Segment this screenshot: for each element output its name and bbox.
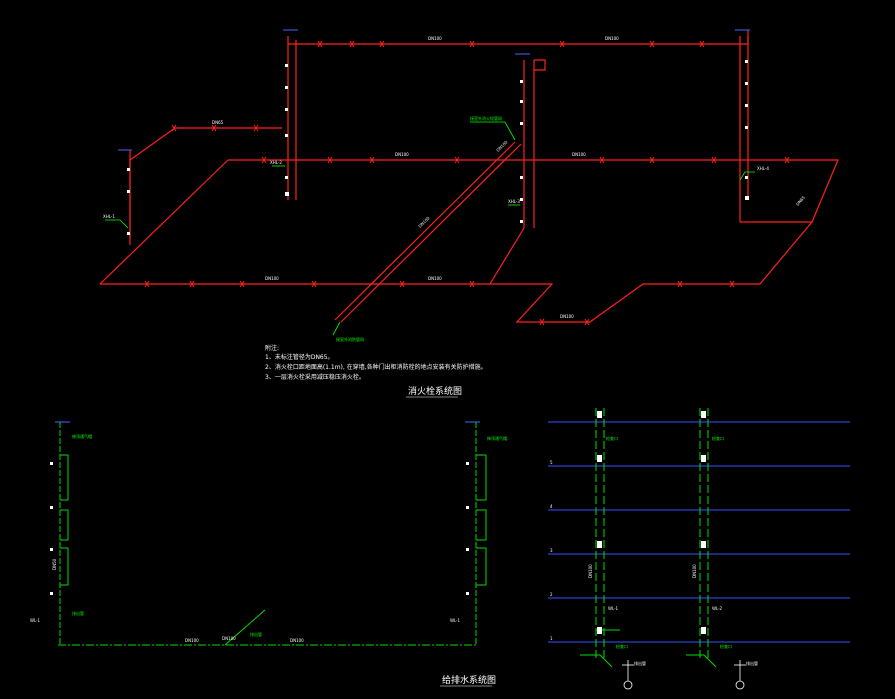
drain-riser-labels: 检查口 检查口 检查口 检查口 WL-1 WL-2 DN100 DN100 排出… [588, 435, 758, 666]
drain-outlet-b: 排出管 [250, 631, 262, 637]
floor-label-a: 1 [550, 636, 553, 641]
label-main-e: DN100 [265, 276, 279, 281]
floor-label-b: 2 [550, 592, 553, 597]
drain-riser-a: WL-1 [30, 618, 41, 623]
label-main-f: DN100 [428, 276, 442, 281]
floor-label-d: 4 [550, 504, 553, 509]
riser-cap-a: 检查口 [606, 435, 618, 441]
fire-upper-right-link [534, 59, 546, 71]
riser-cap-d: 检查口 [720, 643, 732, 649]
label-riser-b: XHL-2 [270, 160, 282, 165]
label-leader-top: 接室外消火栓管网 [470, 115, 502, 121]
drain-size-c: DN100 [222, 636, 236, 641]
fire-main-upper [288, 30, 749, 45]
label-main-a: DN100 [428, 36, 442, 41]
label-leader-bottom: 接室外消防管网 [336, 336, 364, 342]
drain-trap-label: DN50 [52, 558, 57, 570]
riser-label-d: WL-2 [712, 606, 723, 611]
label-main-g: DN100 [560, 314, 574, 319]
drain-riser-b: WL-1 [450, 618, 461, 623]
riser-rf-b: 排出管 [746, 660, 758, 666]
riser-stack-a: DN100 [588, 564, 593, 578]
drain-risers [580, 408, 717, 668]
label-branch-b: DN65 [795, 195, 806, 207]
notes-line-3: 3、一层消火栓采用减压稳压消火栓。 [265, 373, 365, 381]
riser-label-c: WL-1 [608, 606, 619, 611]
floor-label-e: 5 [550, 460, 553, 465]
label-main-d: DN100 [572, 152, 586, 157]
drain-vent-a: 伸顶通气帽 [72, 433, 92, 439]
fire-main-middle [228, 159, 839, 223]
fire-system-title: 消火栓系统图 [408, 385, 462, 397]
riser-top-markers [55, 29, 750, 423]
fire-diagonal-main-a [334, 141, 516, 321]
notes-heading: 附注: [265, 344, 279, 352]
notes-line-2: 2、消火栓口距地面高(1.1m), 在穿墙,各种门出柜消防栓的地点安装有关防护措… [265, 363, 487, 371]
floor-number-labels: 1 2 3 4 5 [550, 460, 553, 641]
fire-hydrant-symbols [127, 60, 749, 235]
floor-lines [548, 421, 850, 643]
drain-size-a: DN100 [185, 638, 199, 643]
label-riser-c: XHL-3 [508, 199, 520, 204]
fire-labels: XHL-1 XHL-2 XHL-3 XHL-4 DN100 DN100 DN10… [103, 36, 806, 342]
fire-main-left-slant [99, 159, 229, 285]
label-riser-a: XHL-1 [103, 214, 115, 219]
fire-main-lower [100, 221, 813, 323]
fire-hydrant-system [99, 30, 839, 323]
fire-branch-left [129, 127, 282, 238]
fire-leaders [105, 121, 755, 336]
label-main-c: DN100 [395, 152, 409, 157]
riser-rf-a: 排出管 [634, 660, 646, 666]
floor-label-c: 3 [550, 548, 553, 553]
drain-left-labels: 伸顶通气帽 伸顶通气帽 DN100 DN100 DN100 WL-1 WL-1 … [30, 433, 507, 643]
outlet-circles [622, 660, 746, 690]
riser-stack-b: DN100 [692, 564, 697, 578]
fire-middle-slant [489, 227, 525, 285]
fire-pipe-ticks [144, 40, 790, 326]
riser-cap-b: 检查口 [712, 435, 724, 441]
notes-line-1: 1、未标注管径为DN65。 [265, 353, 334, 361]
label-main-b: DN100 [605, 36, 619, 41]
drain-system-title: 给排水系统图 [442, 674, 496, 686]
fire-notes: 附注: 1、未标注管径为DN65。 2、消火栓口距地面高(1.1m), 在穿墙,… [265, 344, 487, 381]
riser-cap-c: 检查口 [616, 643, 628, 649]
drain-outlet-a: 排出管 [72, 610, 84, 616]
fire-diagonal-main-b [340, 143, 522, 323]
label-riser-d: XHL-4 [757, 166, 769, 171]
label-branch-a: DN65 [212, 120, 224, 125]
drain-riser-fixtures [597, 411, 706, 634]
drain-vent-b: 伸顶通气帽 [487, 435, 507, 441]
drain-system-left [58, 422, 487, 646]
drain-size-b: DN100 [290, 638, 304, 643]
drain-left-markers [50, 462, 469, 595]
